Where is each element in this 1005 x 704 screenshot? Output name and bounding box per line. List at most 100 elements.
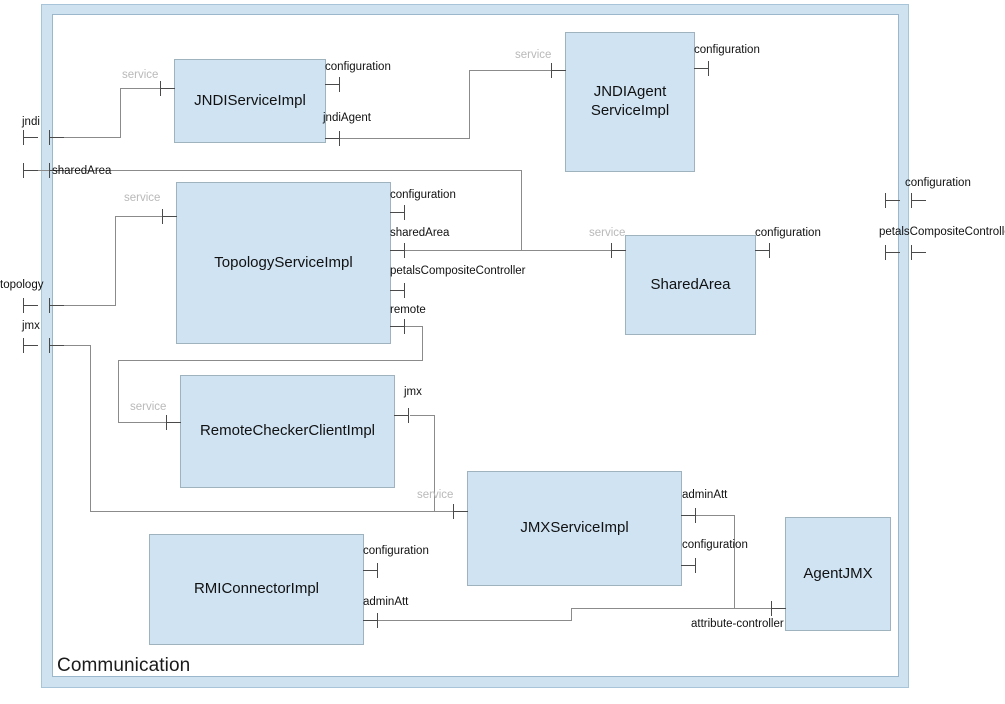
composite-title: Communication (57, 655, 191, 676)
port-rmi-connector-adminatt[interactable] (363, 613, 379, 628)
port-jmx-service-impl-adminatt[interactable] (681, 508, 697, 523)
composite-port-sharedarea-inner[interactable] (49, 163, 65, 178)
wire-jndi-h1 (63, 137, 121, 138)
port-label-jndi-jndiagent: jndiAgent (323, 112, 371, 124)
wire-topology-h2 (115, 216, 163, 217)
component-jmx-service-impl[interactable]: JMXServiceImpl (467, 471, 682, 586)
wire-remote-h2 (118, 360, 423, 361)
component-topology-service-impl[interactable]: TopologyServiceImpl (176, 182, 391, 344)
wire-label-service-topology: service (124, 192, 161, 204)
component-jndi-agent-service-impl[interactable]: JNDIAgent ServiceImpl (565, 32, 695, 172)
port-label-rmi-adminatt: adminAtt (363, 596, 409, 608)
wire-jndiagent-v1 (469, 70, 470, 139)
composite-port-jmx-outer[interactable] (23, 338, 39, 353)
port-label-jmx-configuration: configuration (682, 539, 748, 551)
port-label-jmx-adminatt: adminAtt (682, 489, 728, 501)
component-rmi-connector-impl[interactable]: RMIConnectorImpl (149, 534, 364, 645)
component-label: JNDIServiceImpl (194, 91, 306, 109)
composite-port-label-configuration: configuration (905, 177, 971, 189)
component-label: JNDIAgent ServiceImpl (590, 83, 670, 119)
wire-jndiagent-h1 (340, 138, 470, 139)
port-shared-area-service[interactable] (611, 243, 627, 258)
port-jndi-service-impl-configuration[interactable] (325, 77, 341, 92)
composite-port-label-topology: topology (0, 279, 44, 291)
wire-remote-h3 (118, 422, 166, 423)
wire-jmx-adminatt-v1 (734, 515, 735, 608)
wire-label-service-jmx: service (417, 489, 454, 501)
component-label: JMXServiceImpl (520, 519, 629, 537)
composite-port-jndi-inner[interactable] (49, 130, 65, 145)
wire-rmi-adminatt-h2 (571, 608, 771, 609)
composite-port-label-jndi: jndi (22, 116, 40, 128)
component-label: RMIConnectorImpl (193, 580, 320, 598)
wire-topo-sharedarea-h1 (395, 250, 613, 251)
wire-rmi-adminatt-v1 (571, 608, 572, 621)
port-label-topology-remote: remote (390, 304, 426, 316)
composite-port-label-petalscompositecontroller: petalsCompositeController (879, 226, 1005, 238)
composite-port-configuration-outer[interactable] (911, 193, 927, 208)
composite-port-topology-outer[interactable] (23, 298, 39, 313)
wire-jmx-v1 (90, 345, 91, 512)
wire-remote-h1 (403, 326, 423, 327)
wire-sharedarea-h1 (30, 170, 522, 171)
component-label: RemoteCheckerClientImpl (199, 422, 376, 440)
composite-port-sharedarea-outer[interactable] (23, 163, 39, 178)
component-shared-area[interactable]: SharedArea (625, 235, 756, 335)
wire-jndi-h2 (120, 88, 160, 89)
wire-jmx-h1 (63, 345, 91, 346)
port-remote-checker-service[interactable] (166, 415, 182, 430)
wire-rcc-jmx-v1 (434, 415, 435, 512)
component-label: AgentJMX (803, 564, 873, 582)
composite-port-jmx-inner[interactable] (49, 338, 65, 353)
wire-label-service-jndiagent: service (515, 49, 552, 61)
port-jmx-service-impl-service[interactable] (453, 504, 469, 519)
port-label-rmi-configuration: configuration (363, 545, 429, 557)
port-agent-jmx-attribute-controller[interactable] (771, 601, 787, 616)
port-jmx-service-impl-configuration[interactable] (681, 558, 697, 573)
wire-rcc-jmx-h1 (410, 415, 435, 416)
wire-topology-h1 (63, 305, 116, 306)
port-jndi-service-impl-jndiagent[interactable] (325, 131, 341, 146)
component-agent-jmx[interactable]: AgentJMX (785, 517, 891, 631)
port-label-jndiagent-configuration: configuration (694, 44, 760, 56)
composite-port-label-sharedarea: sharedArea (52, 165, 112, 177)
wire-label-service-jndi: service (122, 69, 159, 81)
port-topology-sharedarea[interactable] (390, 243, 406, 258)
composite-port-topology-inner[interactable] (49, 298, 65, 313)
port-jndi-service-impl-service[interactable] (160, 81, 176, 96)
wire-remote-v2 (118, 360, 119, 422)
wire-jndi-v1 (120, 88, 121, 138)
composite-port-jndi-outer[interactable] (23, 130, 39, 145)
component-jndi-service-impl[interactable]: JNDIServiceImpl (174, 59, 326, 143)
port-rmi-connector-configuration[interactable] (363, 563, 379, 578)
port-label-topology-configuration: configuration (390, 189, 456, 201)
port-topology-service-impl-service[interactable] (162, 209, 178, 224)
composite-port-petalscompositecontroller-inner[interactable] (885, 245, 901, 260)
port-remote-checker-jmx[interactable] (394, 408, 410, 423)
wire-jmx-adminatt-h1 (695, 515, 735, 516)
port-jndi-agent-service-impl-service[interactable] (551, 63, 567, 78)
composite-port-configuration-inner[interactable] (885, 193, 901, 208)
wire-label-service-sharedarea: service (589, 227, 626, 239)
composite-port-label-jmx: jmx (22, 320, 40, 332)
port-label-topology-petalscompositecontroller: petalsCompositeController (390, 265, 526, 277)
port-topology-configuration[interactable] (390, 205, 406, 220)
port-jndi-agent-service-impl-configuration[interactable] (694, 61, 710, 76)
component-label: SharedArea (650, 275, 731, 293)
wire-label-service-remotechecker: service (130, 401, 167, 413)
port-topology-petalscompositecontroller[interactable] (390, 283, 406, 298)
wire-sharedarea-v1 (521, 170, 522, 251)
port-topology-remote[interactable] (390, 319, 406, 334)
port-label-agentjmx-attribute-controller: attribute-controller (691, 618, 784, 630)
wire-rmi-adminatt-h1 (375, 620, 572, 621)
wire-remote-v1 (422, 326, 423, 361)
port-shared-area-configuration[interactable] (755, 243, 771, 258)
wire-jmx-h2 (90, 511, 455, 512)
composite-port-petalscompositecontroller-outer[interactable] (911, 245, 927, 260)
wire-jndiagent-h2 (469, 70, 553, 71)
component-remote-checker-client-impl[interactable]: RemoteCheckerClientImpl (180, 375, 395, 488)
component-label: TopologyServiceImpl (214, 253, 353, 271)
port-label-sharedarea-configuration: configuration (755, 227, 821, 239)
port-label-remotechecker-jmx: jmx (404, 386, 422, 398)
